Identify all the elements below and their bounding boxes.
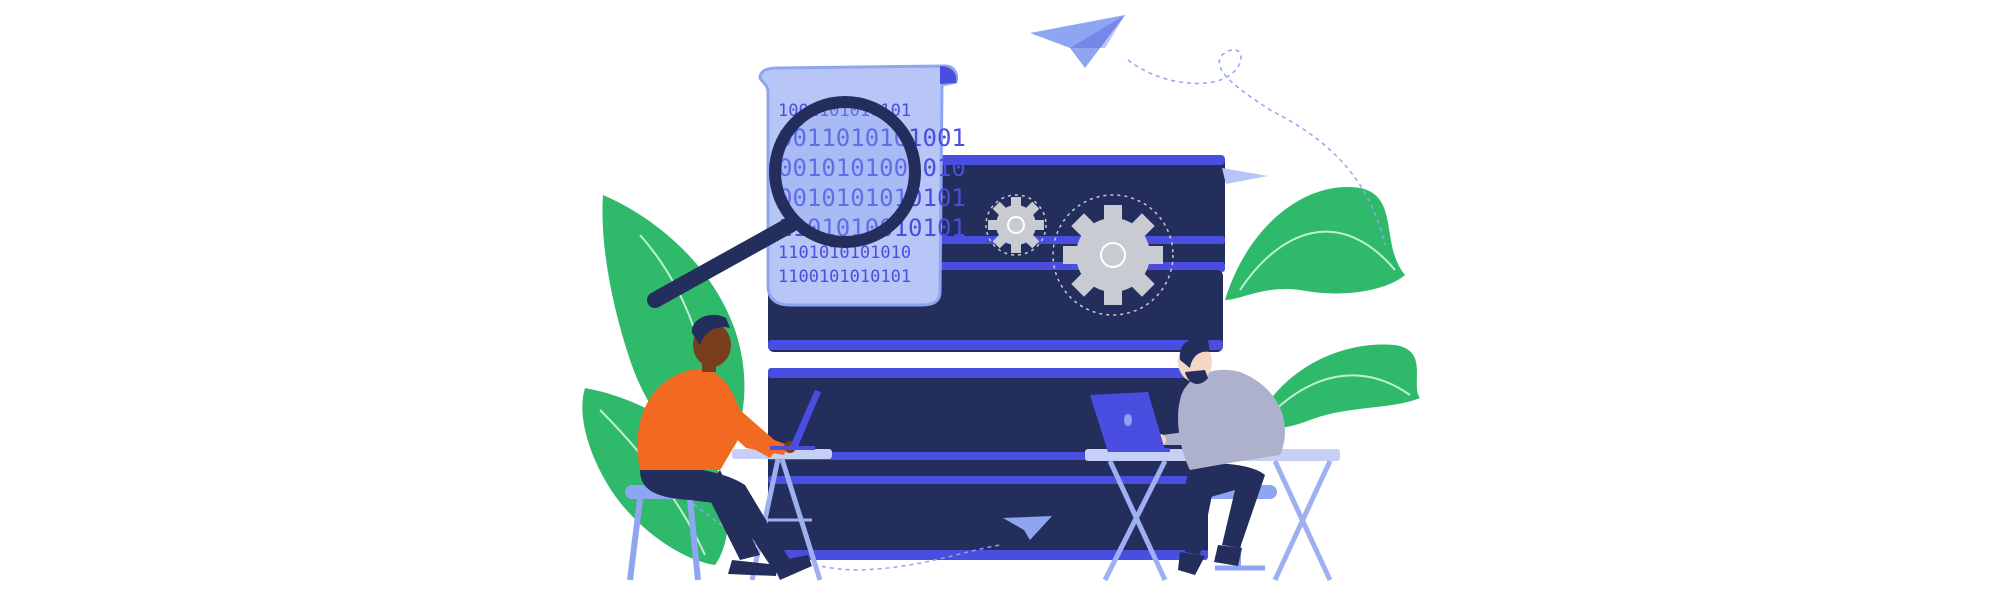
paper-plane-icon <box>1003 516 1052 540</box>
dashed-trail-top <box>1127 49 1386 246</box>
binary-line-3: 0010101001010 <box>778 154 966 182</box>
magnifying-glass-icon <box>647 96 921 308</box>
paper-plane-icon <box>1030 15 1125 68</box>
gear-icon <box>1052 194 1174 316</box>
person-left <box>637 314 821 580</box>
dashed-trail-bottom <box>659 469 1001 571</box>
leaf-right-lower <box>1255 344 1420 429</box>
binary-line-4: 0010101010101 <box>778 184 966 212</box>
binary-line-6: 1101010101010 <box>778 243 911 263</box>
binary-line-2: 0011010101001 <box>778 124 966 152</box>
binary-line-7: 1100101010101 <box>778 267 911 287</box>
person-right <box>1090 336 1286 575</box>
paper-plane-icon <box>1222 168 1268 184</box>
leaf-right-upper <box>1225 186 1405 300</box>
